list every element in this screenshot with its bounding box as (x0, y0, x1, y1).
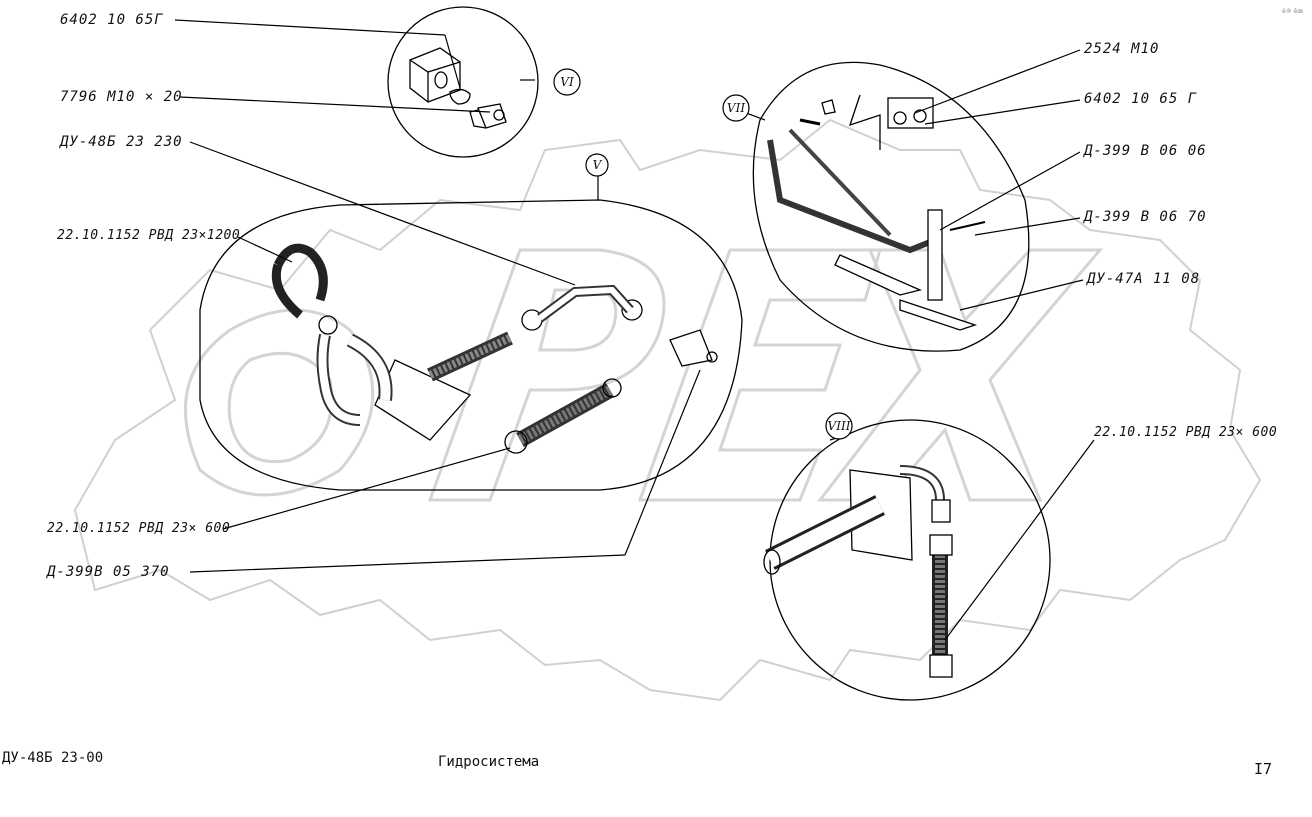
label-du48b-23-230: ДУ-48Б 23 230 (60, 134, 183, 150)
label-6402-10-65g-top: 6402 10 65Г (60, 12, 164, 28)
view-markers (553, 68, 853, 440)
label-d399v-05-370: Д-399В 05 370 (47, 564, 170, 580)
view-label-viii: VIII (827, 419, 851, 433)
leader-lines (174, 19, 1095, 641)
diagram-title: Гидросистема (438, 754, 540, 770)
watermark-letters (183, 248, 1104, 502)
page-number: I7 (1254, 760, 1273, 778)
view-v-detail (199, 199, 743, 491)
label-rvd-23x600-left: 22.10.1152 РВД 23× 600 (47, 521, 231, 536)
label-rvd-23x1200: 22.10.1152 РВД 23×1200 (57, 228, 241, 243)
label-d399v-06-70: Д-399 В 06 70 (1084, 209, 1207, 225)
view-viii-detail (763, 419, 1051, 701)
view-vii-detail (752, 61, 1030, 352)
label-d399v-06-06: Д-399 В 06 06 (1084, 143, 1207, 159)
label-rvd-23x600-right: 22.10.1152 РВД 23× 600 (1094, 425, 1278, 440)
label-2524-m10: 2524 M10 (1084, 41, 1160, 57)
label-6402-10-65g-right: 6402 10 65 Г (1084, 91, 1198, 107)
label-7796-m10x20: 7796 M10 × 20 (60, 89, 183, 105)
corner-mark: é® êæ (1282, 8, 1304, 15)
doc-code: ДУ-48Б 23-00 (2, 750, 104, 766)
view-label-vi: VI (560, 75, 574, 89)
view-label-v: V (592, 158, 602, 172)
view-label-vii: VII (726, 101, 746, 115)
view-vi-detail (387, 6, 539, 158)
watermark-gear (73, 118, 1262, 702)
label-du47a-11-08: ДУ-47А 11 08 (1087, 271, 1201, 287)
